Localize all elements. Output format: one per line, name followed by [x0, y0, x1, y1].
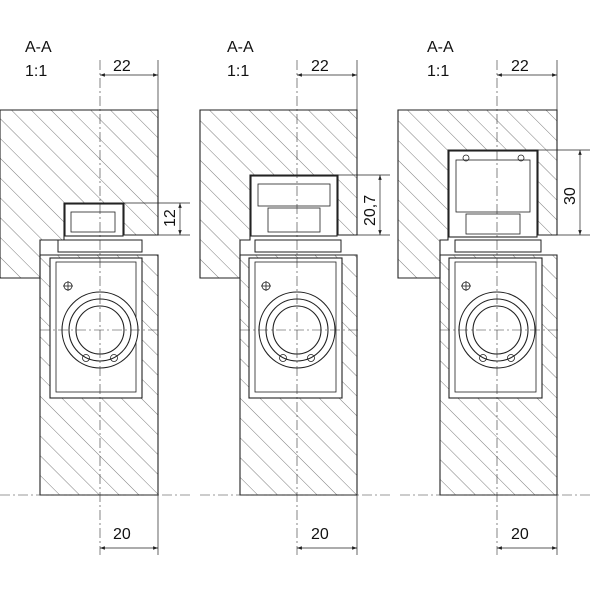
frame-part: [64, 203, 124, 237]
section-view-1: A-A 1:1 22 12: [0, 39, 190, 555]
section-label: A-A: [227, 39, 254, 56]
frame-section: [0, 109, 159, 279]
top-dimension: 22: [511, 58, 529, 75]
top-dimension: 22: [311, 58, 329, 75]
section-label: A-A: [427, 39, 454, 56]
frame-part: [448, 150, 538, 238]
bottom-dimension: 20: [113, 526, 131, 543]
bottom-dimension: 20: [311, 526, 329, 543]
mounting-plate: [254, 239, 342, 253]
scale-label: 1:1: [227, 63, 249, 80]
section-label: A-A: [25, 39, 52, 56]
frame-section: [397, 109, 558, 279]
section-view-2: A-A 1:1 22 20,7 20: [199, 39, 390, 555]
frame-section: [199, 109, 358, 279]
scale-label: 1:1: [25, 63, 47, 80]
bottom-dimension: 20: [511, 526, 529, 543]
top-dimension: 22: [113, 58, 131, 75]
section-view-3: A-A 1:1 22 30 20: [397, 39, 590, 555]
scale-label: 1:1: [427, 63, 449, 80]
mounting-plate: [454, 239, 542, 253]
side-dimension: 12: [162, 209, 179, 227]
side-dimension: 20,7: [362, 195, 379, 226]
side-dimension: 30: [562, 187, 579, 205]
